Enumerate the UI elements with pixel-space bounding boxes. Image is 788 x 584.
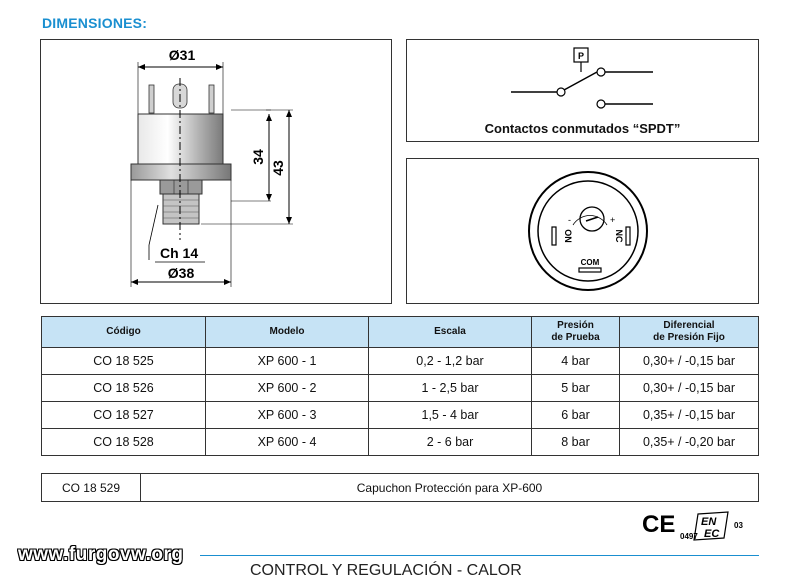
- accessory-code: CO 18 529: [41, 473, 141, 502]
- cell-presion-prueba: 4 bar: [531, 347, 620, 375]
- footer-divider: [200, 555, 759, 556]
- terminal-pin-left: [148, 84, 155, 114]
- adjust-minus: -: [568, 215, 571, 225]
- pressure-symbol-label: P: [578, 51, 584, 61]
- dim-hex: Ch 14: [160, 245, 198, 261]
- cell-escala: 1,5 - 4 bar: [368, 401, 532, 429]
- table-row: CO 18 528 XP 600 - 4 2 - 6 bar 8 bar 0,3…: [41, 428, 759, 456]
- cell-diferencial: 0,30+ / -0,15 bar: [619, 374, 759, 402]
- cell-codigo: CO 18 527: [41, 401, 206, 429]
- cell-escala: 2 - 6 bar: [368, 428, 532, 456]
- label-nc: NC: [614, 230, 624, 243]
- spdt-symbol: P: [511, 47, 653, 109]
- terminal-on: [551, 226, 557, 246]
- base-flange: [130, 163, 232, 181]
- connector-face-drawing: - + ON NC COM: [528, 171, 648, 291]
- table-row: CO 18 527 XP 600 - 3 1,5 - 4 bar 6 bar 0…: [41, 401, 759, 429]
- cell-modelo: XP 600 - 3: [205, 401, 369, 429]
- watermark: www.furgovw.org: [18, 544, 184, 565]
- table-row: CO 18 526 XP 600 - 2 1 - 2,5 bar 5 bar 0…: [41, 374, 759, 402]
- accessory-table: CO 18 529 Capuchon Protección para XP-60…: [41, 473, 759, 502]
- column-header-escala: Escala: [368, 316, 532, 348]
- dim-diameter-bottom: Ø38: [168, 265, 195, 281]
- dim-diameter-top: Ø31: [169, 47, 196, 63]
- section-title: DIMENSIONES:: [42, 15, 148, 31]
- adjust-plus: +: [610, 215, 615, 225]
- thread: [162, 193, 200, 225]
- column-header-modelo: Modelo: [205, 316, 369, 348]
- accessory-description: Capuchon Protección para XP-600: [140, 473, 759, 502]
- dim-height-outer: 43: [270, 160, 286, 176]
- footer-title: CONTROL Y REGULACIÓN - CALOR: [250, 562, 522, 579]
- cell-modelo: XP 600 - 4: [205, 428, 369, 456]
- table-row: CO 18 525 XP 600 - 1 0,2 - 1,2 bar 4 bar…: [41, 347, 759, 375]
- cell-presion-prueba: 5 bar: [531, 374, 620, 402]
- en-mark: EN: [701, 516, 717, 528]
- connector-diagram-panel: - + ON NC COM: [406, 158, 759, 304]
- cell-modelo: XP 600 - 2: [205, 374, 369, 402]
- cell-codigo: CO 18 526: [41, 374, 206, 402]
- ec-mark: EC: [704, 528, 720, 540]
- cell-diferencial: 0,35+ / -0,20 bar: [619, 428, 759, 456]
- cell-escala: 0,2 - 1,2 bar: [368, 347, 532, 375]
- label-com: COM: [581, 258, 600, 267]
- hex-nut: [159, 179, 203, 195]
- cell-presion-prueba: 6 bar: [531, 401, 620, 429]
- column-header-codigo: Código: [41, 316, 206, 348]
- terminal-pin-right: [208, 84, 215, 114]
- certification-marks: CE 0497 EN EC 03: [642, 511, 743, 541]
- table-row: CO 18 529 Capuchon Protección para XP-60…: [41, 473, 759, 502]
- cell-diferencial: 0,35+ / -0,15 bar: [619, 401, 759, 429]
- cell-modelo: XP 600 - 1: [205, 347, 369, 375]
- cell-escala: 1 - 2,5 bar: [368, 374, 532, 402]
- terminal-nc: [625, 226, 631, 246]
- cell-codigo: CO 18 528: [41, 428, 206, 456]
- dim-height-inner: 34: [250, 149, 266, 165]
- label-on: ON: [563, 229, 573, 243]
- cell-codigo: CO 18 525: [41, 347, 206, 375]
- cell-diferencial: 0,30+ / -0,15 bar: [619, 347, 759, 375]
- ce-notified-body: 0497: [680, 532, 698, 541]
- cert-year: 03: [734, 521, 743, 530]
- ce-mark: CE: [642, 511, 675, 538]
- terminal-com: [578, 267, 602, 273]
- dimension-drawing-panel: Ø31 34 43 Ch: [40, 39, 392, 304]
- cell-presion-prueba: 8 bar: [531, 428, 620, 456]
- pressure-switch-drawing: Ø31 34 43 Ch: [130, 47, 293, 287]
- spdt-diagram-panel: P Contactos conmutados “SPDT”: [406, 39, 759, 142]
- spdt-caption: Contactos conmutados “SPDT”: [484, 121, 681, 136]
